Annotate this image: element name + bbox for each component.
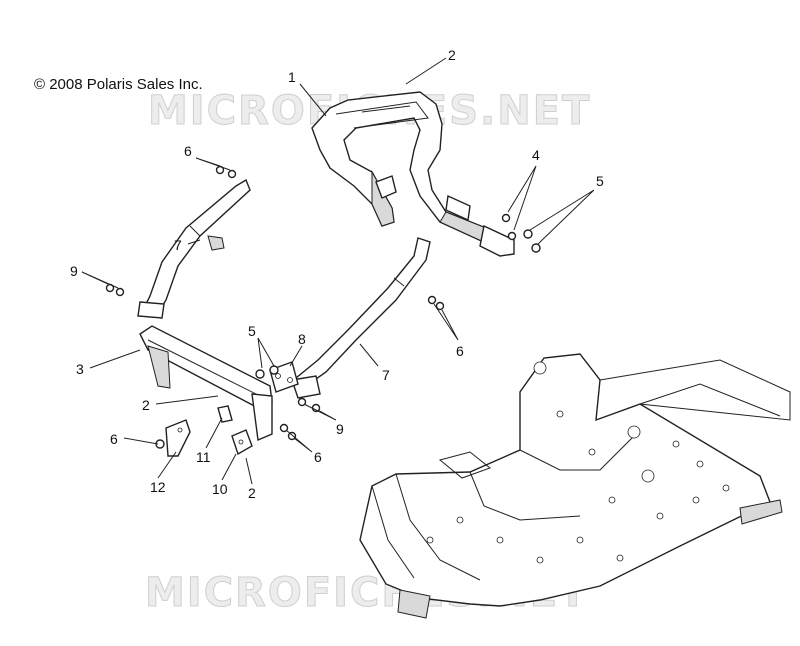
- callout-11: 11: [196, 449, 211, 465]
- callout-6-lower-left: 6: [110, 431, 118, 447]
- callout-1: 1: [288, 69, 296, 85]
- cross-bar-left-part-7: [137, 178, 251, 319]
- fasteners: [105, 165, 541, 449]
- upper-hoop-part-1: [311, 91, 515, 257]
- callout-7-left: 7: [174, 237, 182, 253]
- copyright-notice: © 2008 Polaris Sales Inc.: [34, 76, 203, 93]
- cross-bar-right-part-7: [291, 237, 431, 399]
- callout-3: 3: [76, 361, 84, 377]
- callout-2-top: 2: [448, 47, 456, 63]
- callout-6-upper-left: 6: [184, 143, 192, 159]
- callout-5-center: 5: [248, 323, 256, 339]
- clip-part-11: [217, 405, 233, 423]
- callout-5-right: 5: [596, 173, 604, 189]
- callout-4: 4: [532, 147, 540, 163]
- callout-2-bottom: 2: [248, 485, 256, 501]
- callout-9-left: 9: [70, 263, 78, 279]
- chassis: [359, 353, 791, 619]
- bracket-part-10: [231, 429, 253, 456]
- callout-10: 10: [212, 481, 228, 497]
- callout-12: 12: [150, 479, 166, 495]
- callout-7-right: 7: [382, 367, 390, 383]
- callout-6-right: 6: [456, 343, 464, 359]
- callout-8: 8: [298, 331, 306, 347]
- callout-6-lower-center: 6: [314, 449, 322, 465]
- leader-lines: [81, 57, 595, 485]
- callout-9-right: 9: [336, 421, 344, 437]
- bracket-part-12: [165, 419, 191, 457]
- cross-member-part-3: [139, 325, 273, 442]
- callout-2-left: 2: [142, 397, 150, 413]
